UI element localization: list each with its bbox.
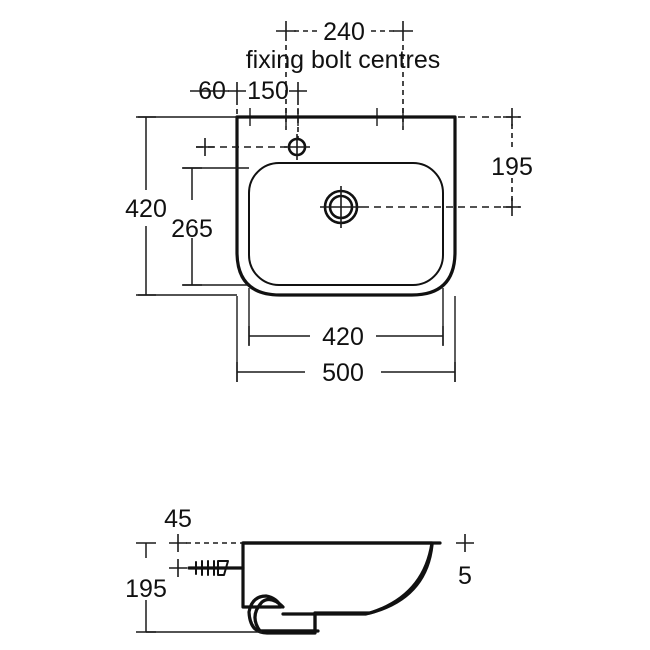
dim-500-width-label: 500 bbox=[322, 359, 364, 387]
plan-view-group: 240 fixing bolt centres 60 150 bbox=[125, 18, 533, 387]
dim-195-right: 195 bbox=[458, 108, 533, 216]
dim-265-depth-label: 265 bbox=[171, 215, 213, 243]
dim-420-width-label: 420 bbox=[322, 323, 364, 351]
basin-side-profile bbox=[241, 541, 434, 635]
basin-bowl-curve bbox=[281, 543, 434, 616]
basin-side-inner-wall bbox=[242, 542, 284, 608]
dim-60-150-row: 60 150 bbox=[190, 77, 307, 105]
dim-45-bolt-offset: 45 bbox=[164, 505, 242, 577]
dim-bolt-centres-240: 240 fixing bolt centres bbox=[246, 18, 441, 74]
dim-420-height: 420 bbox=[125, 116, 237, 296]
fixing-bolt-detail bbox=[187, 560, 245, 576]
dim-240-label: 240 bbox=[323, 18, 365, 46]
basin-inner-bowl bbox=[248, 162, 444, 286]
dim-150-label: 150 bbox=[247, 77, 289, 105]
dim-420-height-label: 420 bbox=[125, 195, 167, 223]
basin-outer-outline bbox=[235, 115, 457, 297]
fixing-bolt-centres-label: fixing bolt centres bbox=[246, 46, 441, 74]
dim-195-side-height: 195 bbox=[125, 542, 167, 633]
dim-420-width: 420 bbox=[248, 288, 444, 351]
dim-265-depth: 265 bbox=[171, 167, 249, 286]
dim-195-side-label: 195 bbox=[125, 575, 167, 603]
basin-pedestal-outline bbox=[253, 597, 317, 633]
dim-5-rim-thickness: 5 bbox=[456, 534, 474, 590]
dim-500-width: 500 bbox=[236, 296, 456, 387]
waste-outlet-hole bbox=[320, 186, 362, 228]
dim-195-right-label: 195 bbox=[491, 153, 533, 181]
side-view-group: 45 bbox=[125, 505, 474, 635]
tap-hole bbox=[284, 134, 310, 160]
dim-45-label: 45 bbox=[164, 505, 192, 533]
dim-5-label: 5 bbox=[458, 562, 472, 590]
